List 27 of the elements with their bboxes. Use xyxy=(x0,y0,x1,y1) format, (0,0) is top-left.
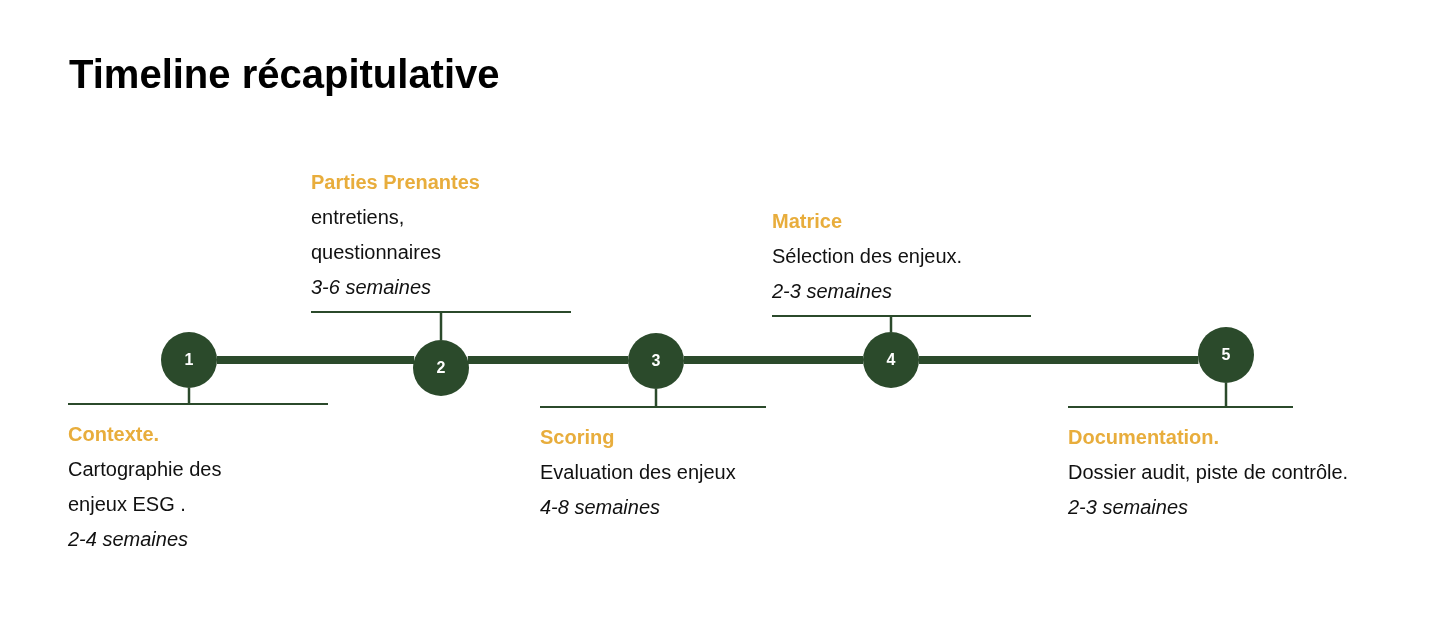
step-heading: Contexte. xyxy=(68,422,161,447)
step-heading: Parties Prenantes xyxy=(311,170,481,195)
timeline-segment xyxy=(684,356,863,364)
timeline-segment xyxy=(217,356,415,364)
step-heading: Documentation. xyxy=(1068,425,1221,450)
step-heading: Scoring xyxy=(540,425,616,450)
step-description: entretiens, questionnaires xyxy=(311,205,443,265)
step-number-circle: 1 xyxy=(161,332,217,388)
step-duration: 4-8 semaines xyxy=(540,495,662,520)
diagram-title: Timeline récapitulative xyxy=(69,52,500,97)
step-duration: 2-3 semaines xyxy=(1068,495,1190,520)
timeline-segment xyxy=(467,356,628,364)
timeline-segment xyxy=(919,356,1199,364)
leader-line xyxy=(439,312,443,340)
step-number-circle: 3 xyxy=(628,333,684,389)
leader-line xyxy=(1224,383,1228,407)
step-heading: Matrice xyxy=(772,209,844,234)
step-description: Dossier audit, piste de contrôle. xyxy=(1068,460,1350,485)
step-number-circle: 4 xyxy=(863,332,919,388)
step-duration: 2-4 semaines xyxy=(68,527,190,552)
step-description: Cartographie des enjeux ESG . xyxy=(68,457,223,517)
step-duration: 2-3 semaines xyxy=(772,279,894,304)
step-description: Evaluation des enjeux xyxy=(540,460,737,485)
step-duration: 3-6 semaines xyxy=(311,275,433,300)
step-description: Sélection des enjeux. xyxy=(772,244,964,269)
step-number-circle: 5 xyxy=(1198,327,1254,383)
step-number-circle: 2 xyxy=(413,340,469,396)
